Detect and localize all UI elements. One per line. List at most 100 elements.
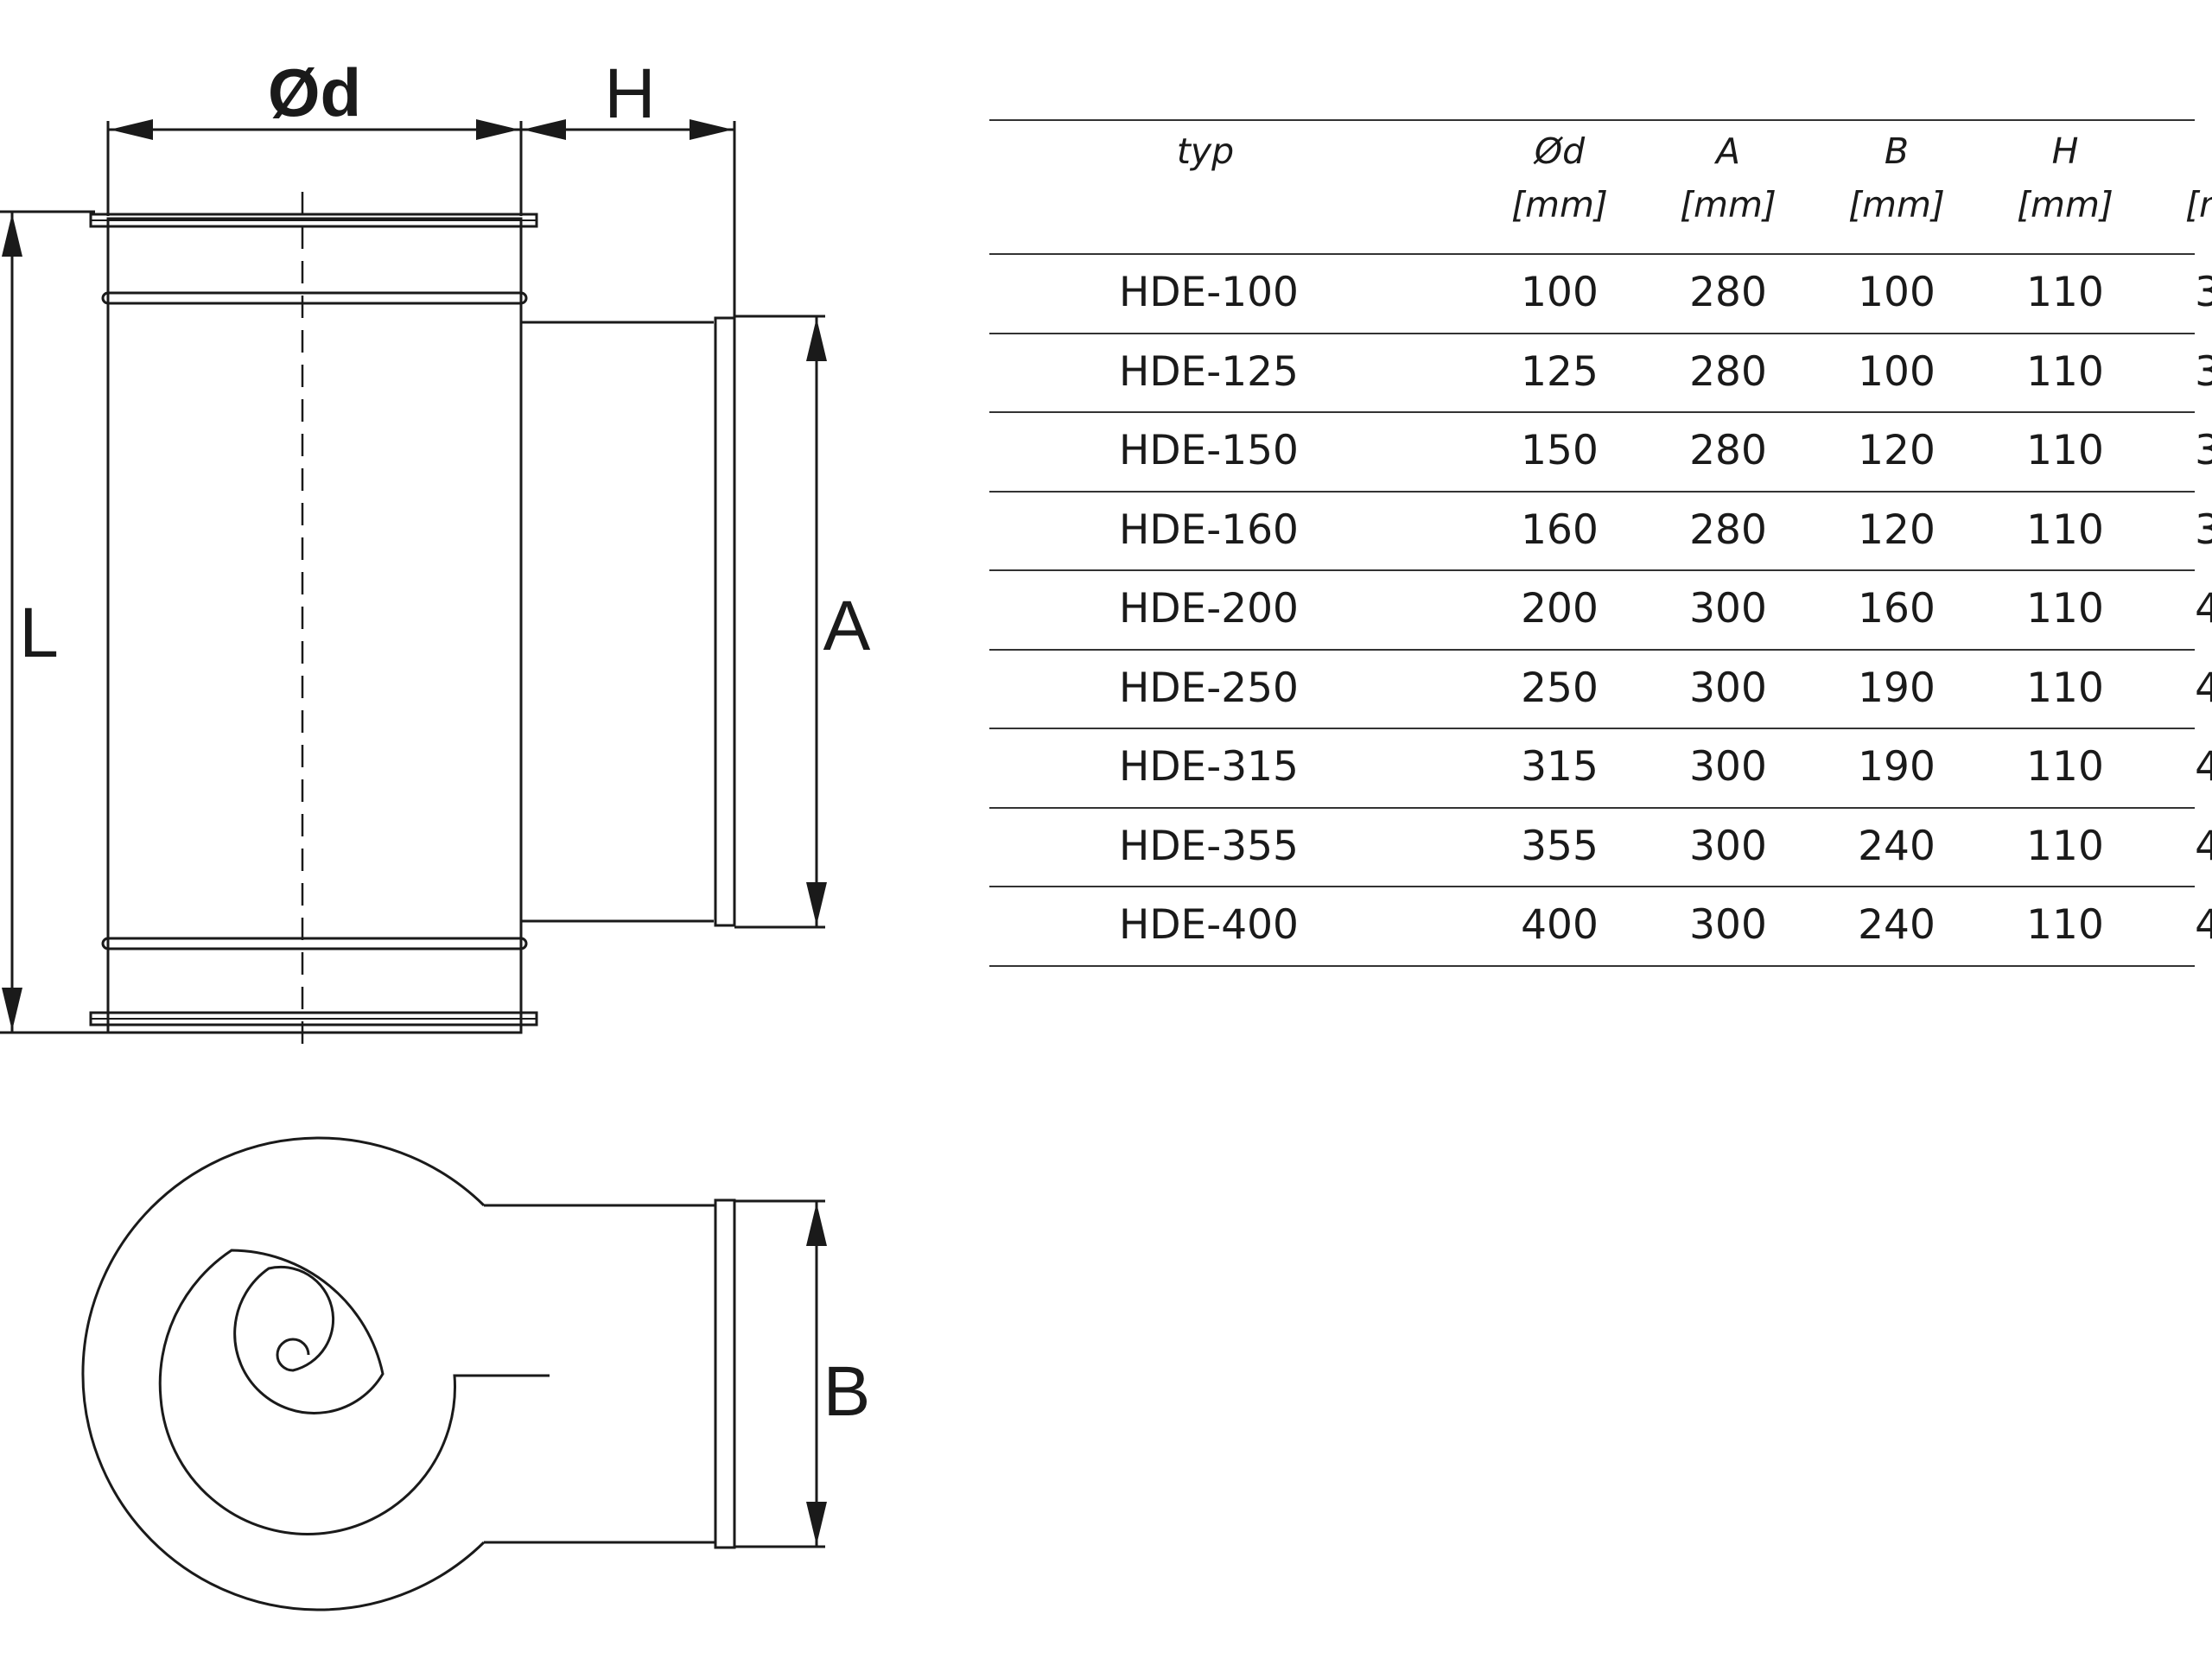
cell-h: 110 bbox=[2026, 427, 2104, 474]
cell-h: 110 bbox=[2026, 822, 2104, 870]
cell-h: 110 bbox=[2026, 743, 2104, 791]
cell-diameter: 315 bbox=[1521, 743, 1599, 791]
cell-l: 380 bbox=[2195, 269, 2212, 316]
arrowhead bbox=[806, 318, 827, 361]
arrowhead bbox=[806, 1502, 827, 1545]
arrowhead bbox=[690, 119, 733, 140]
row-rule bbox=[989, 806, 2195, 809]
arrowhead bbox=[2, 988, 22, 1031]
cell-type: HDE-400 bbox=[1119, 901, 1299, 949]
cell-h: 110 bbox=[2026, 585, 2104, 632]
branch-flange bbox=[714, 316, 736, 927]
top-bead bbox=[101, 291, 528, 305]
row-rule bbox=[989, 490, 2195, 493]
header-a-unit: [mm] bbox=[1680, 184, 1777, 226]
cell-a: 280 bbox=[1689, 347, 1767, 396]
cell-type: HDE-125 bbox=[1119, 347, 1299, 396]
table-top-rule bbox=[989, 119, 2195, 121]
a-label: A bbox=[823, 587, 871, 665]
cell-b: 160 bbox=[1858, 585, 1936, 632]
cell-a: 300 bbox=[1689, 822, 1767, 870]
cell-l: 380 bbox=[2195, 347, 2212, 396]
branch-flange-top bbox=[714, 1198, 736, 1549]
arrowhead bbox=[523, 119, 566, 140]
l-label: L bbox=[19, 594, 59, 672]
cell-b: 190 bbox=[1858, 664, 1936, 712]
row-rule bbox=[989, 964, 2195, 967]
cell-h: 110 bbox=[2026, 664, 2104, 712]
cell-b: 100 bbox=[1858, 347, 1936, 396]
side-view bbox=[0, 121, 825, 1050]
cell-l: 430 bbox=[2195, 822, 2212, 870]
cell-diameter: 160 bbox=[1521, 505, 1599, 554]
cell-l: 380 bbox=[2195, 505, 2212, 554]
cell-a: 300 bbox=[1689, 664, 1767, 712]
cell-type: HDE-315 bbox=[1119, 743, 1299, 791]
cell-type: HDE-150 bbox=[1119, 427, 1299, 474]
header-l-unit: [mm] bbox=[2185, 184, 2212, 226]
cell-type: HDE-100 bbox=[1119, 269, 1299, 316]
cell-a: 280 bbox=[1689, 505, 1767, 554]
cell-b: 120 bbox=[1858, 427, 1936, 474]
cell-a: 300 bbox=[1689, 743, 1767, 791]
row-rule bbox=[989, 648, 2195, 651]
cell-type: HDE-355 bbox=[1119, 822, 1299, 870]
arrowhead bbox=[476, 119, 519, 140]
cell-a: 280 bbox=[1689, 427, 1767, 474]
b-label: B bbox=[823, 1352, 871, 1431]
cell-diameter: 200 bbox=[1521, 585, 1599, 632]
cell-l: 380 bbox=[2195, 427, 2212, 474]
diameter-label: Ød bbox=[268, 54, 361, 130]
cell-diameter: 250 bbox=[1521, 664, 1599, 712]
cell-type: HDE-250 bbox=[1119, 664, 1299, 712]
h-label: H bbox=[604, 54, 655, 133]
arrowhead bbox=[806, 882, 827, 925]
cell-b: 240 bbox=[1858, 822, 1936, 870]
header-b: B bbox=[1884, 130, 1910, 172]
arrowhead bbox=[2, 213, 22, 257]
cell-b: 120 bbox=[1858, 505, 1936, 554]
cell-diameter: 150 bbox=[1521, 427, 1599, 474]
cell-h: 110 bbox=[2026, 505, 2104, 554]
cell-diameter: 125 bbox=[1521, 347, 1599, 396]
cell-a: 300 bbox=[1689, 585, 1767, 632]
header-l: L bbox=[2147, 130, 2212, 172]
cell-l: 400 bbox=[2195, 664, 2212, 712]
header-diameter: Ød bbox=[1534, 130, 1586, 172]
row-rule bbox=[989, 569, 2195, 571]
row-rule bbox=[989, 886, 2195, 887]
cell-l: 430 bbox=[2195, 901, 2212, 949]
cell-a: 280 bbox=[1689, 269, 1767, 316]
header-h-unit: [mm] bbox=[2017, 184, 2113, 226]
cell-b: 240 bbox=[1858, 901, 1936, 949]
table-header-rule bbox=[989, 253, 2195, 255]
cell-h: 110 bbox=[2026, 347, 2104, 396]
cell-l: 400 bbox=[2195, 585, 2212, 632]
header-a: A bbox=[1715, 130, 1741, 172]
arrowhead bbox=[110, 119, 153, 140]
cell-type: HDE-160 bbox=[1119, 505, 1299, 554]
cell-a: 300 bbox=[1689, 901, 1767, 949]
duct-circle-outline bbox=[81, 1136, 486, 1611]
top-view bbox=[81, 1136, 825, 1611]
row-rule bbox=[989, 411, 2195, 413]
bottom-bead bbox=[101, 937, 528, 950]
arrowhead bbox=[806, 1203, 827, 1246]
cell-h: 110 bbox=[2026, 269, 2104, 316]
cell-diameter: 100 bbox=[1521, 269, 1599, 316]
spiral-seam bbox=[158, 1249, 550, 1535]
cell-diameter: 355 bbox=[1521, 822, 1599, 870]
cell-h: 110 bbox=[2026, 901, 2104, 949]
header-typ: typ bbox=[1176, 130, 1235, 172]
header-b-unit: [mm] bbox=[1848, 184, 1945, 226]
header-diameter-unit: [mm] bbox=[1511, 184, 1608, 226]
cell-b: 100 bbox=[1858, 269, 1936, 316]
cell-b: 190 bbox=[1858, 743, 1936, 791]
cell-l: 400 bbox=[2195, 743, 2212, 791]
cell-type: HDE-200 bbox=[1119, 585, 1299, 632]
row-rule bbox=[989, 728, 2195, 729]
header-h: H bbox=[2051, 130, 2079, 172]
cell-diameter: 400 bbox=[1521, 901, 1599, 949]
row-rule bbox=[989, 332, 2195, 334]
